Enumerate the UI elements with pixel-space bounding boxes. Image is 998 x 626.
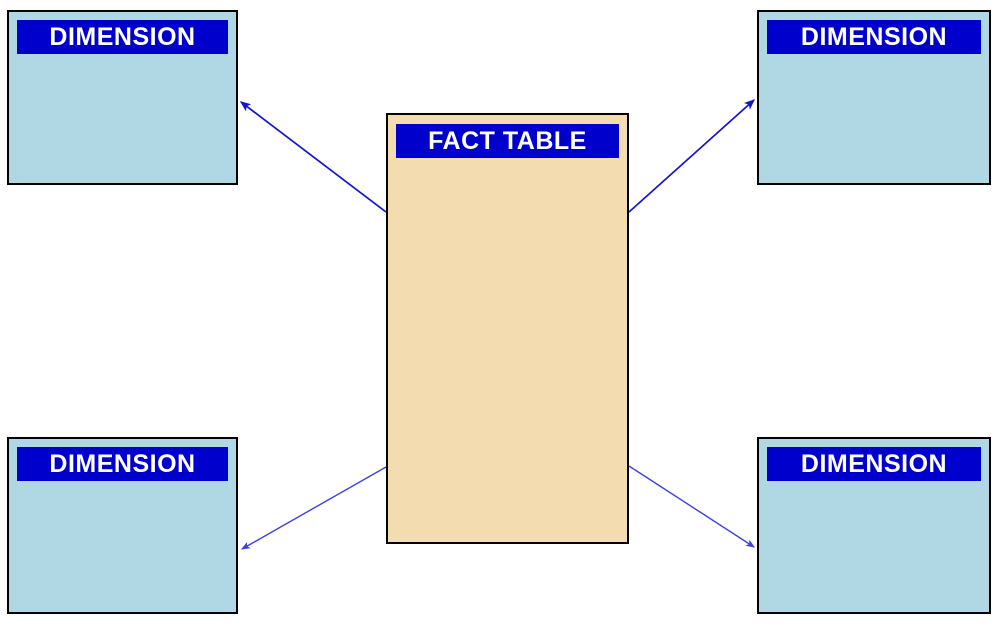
- connector-fact-to-top-left: [239, 101, 387, 213]
- dimension-title-top-right: DIMENSION: [800, 22, 948, 51]
- fact-table-header: FACT TABLE: [396, 124, 619, 158]
- dimension-header-bottom-right: DIMENSION: [767, 447, 981, 481]
- connector-fact-to-top-right: [628, 99, 756, 213]
- dimension-table-bottom-right[interactable]: DIMENSION: [757, 437, 991, 614]
- dimension-table-top-left[interactable]: DIMENSION: [7, 10, 238, 185]
- fact-table-title: FACT TABLE: [428, 126, 587, 155]
- dimension-header-bottom-left: DIMENSION: [17, 447, 228, 481]
- connector-fact-to-bottom-right: [628, 465, 755, 548]
- dimension-title-bottom-right: DIMENSION: [800, 449, 948, 478]
- dimension-title-bottom-left: DIMENSION: [49, 449, 196, 478]
- dimension-header-top-left: DIMENSION: [17, 20, 228, 54]
- fact-table[interactable]: FACT TABLE: [386, 113, 629, 544]
- dimension-header-top-right: DIMENSION: [767, 20, 981, 54]
- dimension-title-top-left: DIMENSION: [49, 22, 196, 51]
- connector-fact-to-bottom-left: [241, 466, 387, 550]
- dimension-table-bottom-left[interactable]: DIMENSION: [7, 437, 238, 614]
- dimension-table-top-right[interactable]: DIMENSION: [757, 10, 991, 185]
